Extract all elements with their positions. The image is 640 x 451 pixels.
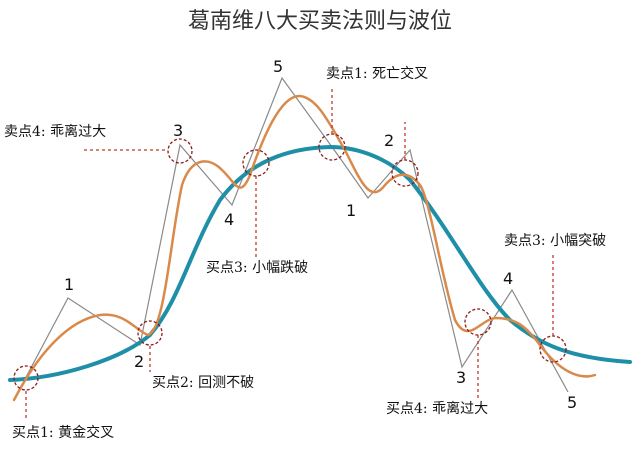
diagram-title: 葛南维八大买卖法则与波位 <box>188 9 452 34</box>
marker-sell4 <box>167 138 193 164</box>
label-buy1: 买点1: 黄金交叉 <box>12 424 114 441</box>
wave-down-4: 4 <box>503 269 513 288</box>
label-buy3: 买点3: 小幅跌破 <box>206 260 308 276</box>
wave-up-2: 2 <box>134 352 144 371</box>
label-buy4: 买点4: 乖离过大 <box>386 400 488 417</box>
marker-buy2 <box>137 320 163 346</box>
wave-up-5: 5 <box>273 57 283 76</box>
label-sell1: 卖点1: 死亡交叉 <box>326 65 428 82</box>
label-sell3: 卖点3: 小幅突破 <box>504 233 606 249</box>
wave-up-1: 1 <box>64 275 74 294</box>
wave-up-3: 3 <box>173 121 183 140</box>
wave-down-1: 1 <box>346 201 356 220</box>
label-buy2: 买点2: 回测不破 <box>152 375 254 391</box>
price-curve-line <box>12 94 597 402</box>
wave-down-5: 5 <box>567 393 577 412</box>
moving-average-line <box>8 144 632 382</box>
wave-up-4: 4 <box>224 210 234 229</box>
marker-buy1 <box>13 365 39 391</box>
label-sell4: 卖点4: 乖离过大 <box>4 123 106 140</box>
wave-down-2: 2 <box>384 131 394 150</box>
wave-zigzag-line <box>15 76 569 397</box>
wave-down-3: 3 <box>456 368 466 387</box>
